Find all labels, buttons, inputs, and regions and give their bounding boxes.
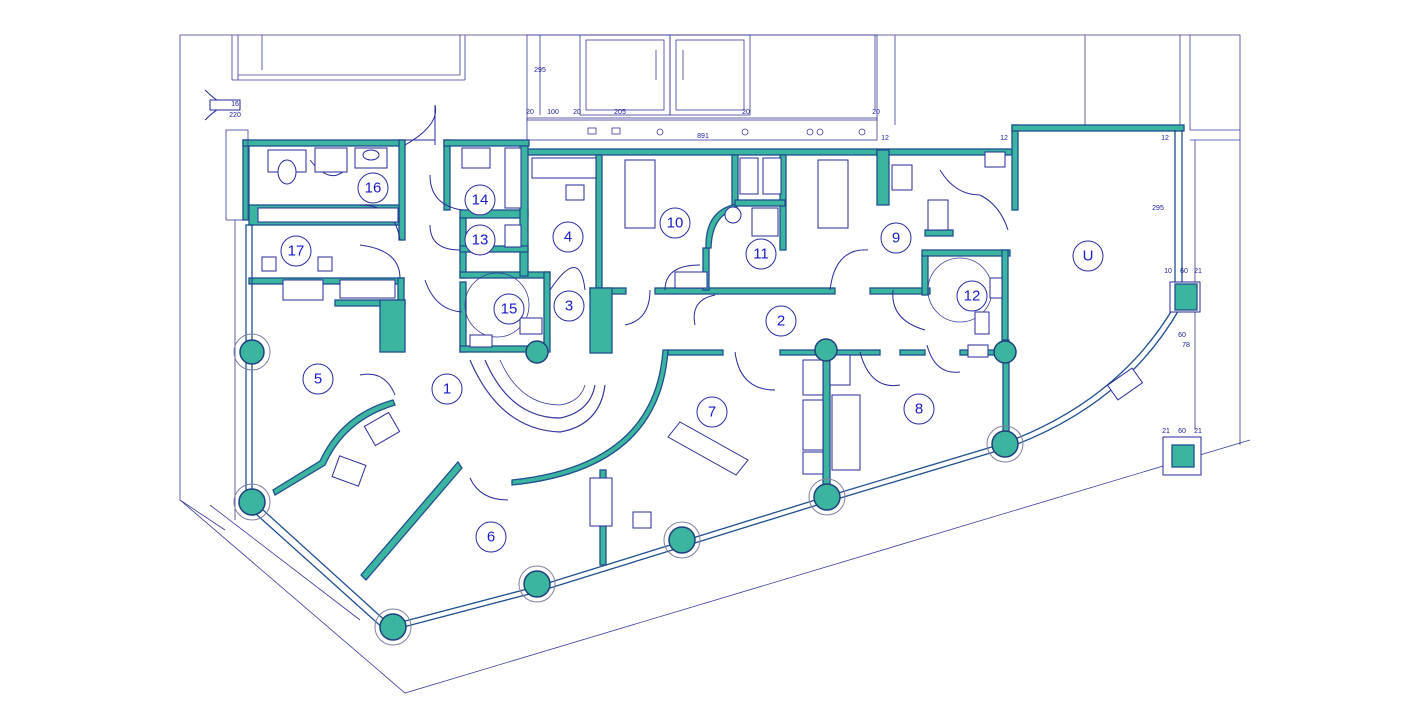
room-17-label: 17 [280, 235, 312, 267]
svg-text:14: 14 [472, 192, 489, 209]
svg-text:10: 10 [667, 215, 684, 232]
svg-text:8: 8 [915, 401, 923, 418]
svg-text:17: 17 [288, 243, 305, 260]
doors [204, 89, 1009, 501]
room-8-label: 8 [903, 393, 935, 425]
upper-cabinets [526, 34, 878, 141]
svg-text:7: 7 [708, 404, 716, 421]
dim-21c: 21 [1194, 428, 1202, 435]
svg-text:1: 1 [443, 381, 451, 398]
dim-12b: 12 [1000, 135, 1008, 142]
dim-20d: 20 [872, 109, 880, 116]
svg-text:2: 2 [777, 313, 785, 330]
dim-891: 891 [697, 133, 709, 140]
dim-60c: 60 [1178, 428, 1186, 435]
room-16-label: 16 [357, 172, 389, 204]
dim-21a: 21 [1194, 268, 1202, 275]
room-9-label: 9 [880, 222, 912, 254]
svg-text:5: 5 [314, 371, 322, 388]
svg-text:6: 6 [487, 529, 495, 546]
dim-205: 205 [614, 109, 626, 116]
room-12-label: 12 [956, 280, 988, 312]
dim-12c: 12 [1161, 135, 1169, 142]
fixtures [209, 99, 1202, 529]
dim-16: 16 [231, 101, 239, 108]
svg-text:16: 16 [365, 180, 382, 197]
svg-text:9: 9 [892, 230, 900, 247]
svg-text:12: 12 [964, 288, 981, 305]
room-4-label: 4 [552, 221, 584, 253]
dim-78: 78 [1182, 342, 1190, 349]
room-2-label: 2 [765, 305, 797, 337]
room-14-label: 14 [464, 184, 496, 216]
room-15-label: 15 [493, 293, 525, 325]
dim-60a: 60 [1180, 268, 1188, 275]
dim-20a: 20 [526, 109, 534, 116]
svg-text:3: 3 [565, 298, 573, 315]
svg-text:U: U [1083, 248, 1094, 265]
dim-295b: 295 [1152, 205, 1164, 212]
dim-60b: 60 [1178, 332, 1186, 339]
stairs [469, 359, 606, 433]
dim-12a: 12 [881, 135, 889, 142]
room-1-label: 1 [431, 373, 463, 405]
dim-21b: 21 [1162, 428, 1170, 435]
dim-295a: 295 [534, 67, 546, 74]
room-10-label: 10 [659, 207, 691, 239]
columns [233, 333, 1024, 646]
room-13-label: 13 [464, 224, 496, 256]
svg-text:4: 4 [564, 229, 572, 246]
dimension-labels: 20 100 20 205 20 20 891 12 12 12 295 295… [229, 67, 1202, 435]
site-outline [179, 34, 1251, 694]
dim-100: 100 [547, 109, 559, 116]
dim-10: 10 [1164, 268, 1172, 275]
dim-20b: 20 [573, 109, 581, 116]
room-7-label: 7 [696, 396, 728, 428]
svg-text:13: 13 [472, 232, 489, 249]
room-labels: 1 2 3 4 5 6 7 8 [280, 172, 1104, 553]
room-6-label: 6 [475, 521, 507, 553]
room-3-label: 3 [553, 290, 585, 322]
room-u-label: U [1072, 240, 1104, 272]
walls [242, 124, 1185, 631]
svg-text:11: 11 [753, 246, 769, 263]
svg-text:15: 15 [501, 301, 518, 318]
dim-220: 220 [229, 112, 241, 119]
dim-20c: 20 [742, 109, 750, 116]
room-5-label: 5 [302, 363, 334, 395]
room-11-label: 11 [745, 238, 777, 270]
